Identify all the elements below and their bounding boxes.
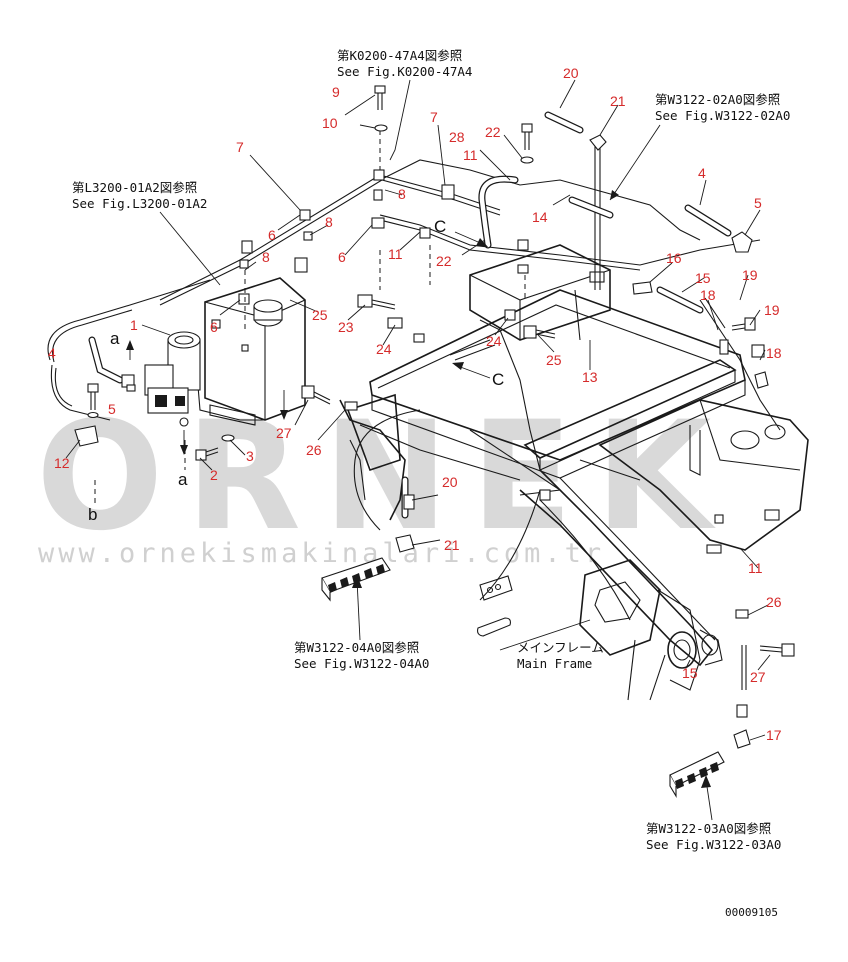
watermark-brand: ORNEK: [36, 390, 733, 564]
view-b: b: [88, 505, 97, 524]
callout-4-left: 4: [48, 345, 56, 361]
callout-8b: 8: [325, 214, 333, 230]
callout-13: 13: [582, 369, 598, 385]
callout-16: 16: [666, 250, 682, 266]
callout-7a: 7: [236, 139, 244, 155]
valve-box: [469, 244, 611, 341]
callout-10: 10: [322, 115, 338, 131]
hose-4-right: [684, 204, 732, 237]
callout-22a: 22: [485, 124, 501, 140]
callout-27b: 27: [750, 669, 766, 685]
callout-4-right: 4: [698, 165, 706, 181]
callout-19a: 19: [742, 267, 758, 283]
callout-21b: 21: [444, 537, 460, 553]
callout-20a: 20: [563, 65, 579, 81]
ref-w3122-02-en: See Fig.W3122-02A0: [655, 108, 790, 123]
callout-18a: 18: [700, 287, 716, 303]
ref-mainframe-jp: メインフレーム: [517, 640, 604, 655]
view-letters: C C a a b: [88, 217, 504, 524]
callout-17: 17: [766, 727, 782, 743]
ref-w3122-04-en: See Fig.W3122-04A0: [294, 656, 429, 671]
ref-k0200-en: See Fig.K0200-47A4: [337, 64, 472, 79]
callout-12: 12: [54, 455, 70, 471]
manifold-block-right: [669, 751, 725, 798]
callout-1: 1: [130, 317, 138, 333]
reference-leaders: [126, 79, 713, 821]
callout-21a: 21: [610, 93, 626, 109]
watermark: ORNEK www.ornekismakinalari.com.tr: [36, 390, 733, 569]
reference-labels: 第K0200-47A4図参照 See Fig.K0200-47A4 第W3122…: [72, 48, 790, 919]
hose-4-left: [88, 336, 124, 384]
callout-18b: 18: [766, 345, 782, 361]
callout-8c: 8: [398, 186, 406, 202]
hose-11: [478, 175, 519, 249]
ref-l3200-en: See Fig.L3200-01A2: [72, 196, 207, 211]
callout-leaders: [65, 79, 771, 741]
callout-27a: 27: [276, 425, 292, 441]
ref-w3122-02-jp: 第W3122-02A0図参照: [655, 92, 780, 107]
callout-26a: 26: [306, 442, 322, 458]
valve-cylinder: [121, 331, 201, 427]
view-c-top: C: [434, 217, 446, 236]
ref-l3200-jp: 第L3200-01A2図参照: [72, 180, 197, 195]
view-a-bottom: a: [178, 470, 188, 489]
view-a-top: a: [110, 329, 120, 348]
callout-20b: 20: [442, 474, 458, 490]
callout-7b: 7: [430, 109, 438, 125]
callouts: 1 2 3 4 4 5 5 6 6 6 7 7 8 8 8 9 10 11 11…: [48, 65, 782, 743]
callout-2: 2: [210, 467, 218, 483]
callout-6c: 6: [338, 249, 346, 265]
watermark-url: www.ornekismakinalari.com.tr: [38, 538, 605, 569]
main-frame: [339, 289, 809, 701]
ref-w3122-03-en: See Fig.W3122-03A0: [646, 837, 781, 852]
callout-24a: 24: [376, 341, 392, 357]
ref-k0200-jp: 第K0200-47A4図参照: [337, 48, 462, 63]
callout-5-left: 5: [108, 401, 116, 417]
callout-15b: 15: [682, 665, 698, 681]
manifold-block-left: [321, 557, 391, 602]
hose-20-top: [544, 111, 584, 134]
fasteners: [74, 85, 795, 749]
drawing-number: 00009105: [725, 906, 778, 919]
callout-14: 14: [532, 209, 548, 225]
callout-26b: 26: [766, 594, 782, 610]
callout-23: 23: [338, 319, 354, 335]
callout-11c: 11: [748, 560, 763, 576]
callout-9: 9: [332, 84, 340, 100]
hose-14: [568, 196, 614, 219]
callout-22b: 22: [436, 253, 452, 269]
ref-w3122-04-jp: 第W3122-04A0図参照: [294, 640, 419, 655]
callout-11a: 11: [388, 246, 403, 262]
callout-25b: 25: [546, 352, 562, 368]
callout-19b: 19: [764, 302, 780, 318]
ref-w3122-03-jp: 第W3122-03A0図参照: [646, 821, 771, 836]
callout-5-right: 5: [754, 195, 762, 211]
callout-6a: 6: [210, 319, 218, 335]
callout-15a: 15: [695, 270, 711, 286]
callout-3: 3: [246, 448, 254, 464]
tank-assembly: [194, 277, 306, 426]
callout-28: 28: [449, 129, 465, 145]
callout-11b: 11: [463, 147, 478, 163]
callout-25a: 25: [312, 307, 328, 323]
callout-24b: 24: [486, 333, 502, 349]
view-c-mid: C: [492, 370, 504, 389]
callout-6b: 6: [268, 227, 276, 243]
callout-8a: 8: [262, 249, 270, 265]
ref-mainframe-en: Main Frame: [517, 656, 592, 671]
hose-15: [656, 286, 704, 314]
